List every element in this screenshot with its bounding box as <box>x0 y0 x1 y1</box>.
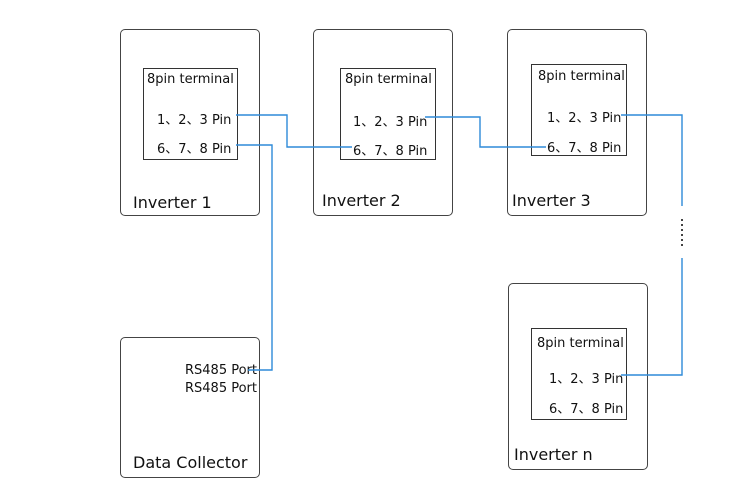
inverter-n-terminal-label: 8pin terminal <box>537 336 624 351</box>
inverter-n-terminal <box>531 328 627 420</box>
inverter-3-terminal-label: 8pin terminal <box>538 69 625 84</box>
inverter-1-terminal <box>143 68 238 160</box>
wire-inv1-b-to-collector <box>236 144 273 371</box>
inverter-n-pin-678: 6、7、8 Pin <box>549 402 624 417</box>
inverter-2-title: Inverter 2 <box>322 191 401 210</box>
inverter-1-pin-678: 6、7、8 Pin <box>157 142 232 157</box>
inverter-1-pin-123: 1、2、3 Pin <box>157 113 232 128</box>
wire-inv3-a-to-bus <box>621 114 683 206</box>
inverter-2-terminal <box>340 68 436 160</box>
data-collector-box <box>120 337 260 478</box>
inverter-n-title: Inverter n <box>514 445 593 464</box>
inverter-2-pin-123: 1、2、3 Pin <box>353 115 428 130</box>
wire-bus-to-invn-a <box>621 258 683 376</box>
collector-rs485-port-2: RS485 Port <box>185 381 258 396</box>
inverter-1-title: Inverter 1 <box>133 193 212 212</box>
ellipsis-dots <box>681 219 683 246</box>
inverter-3-terminal <box>531 64 627 156</box>
inverter-2-terminal-label: 8pin terminal <box>345 72 432 87</box>
inverter-3-pin-678: 6、7、8 Pin <box>547 141 622 156</box>
collector-title: Data Collector <box>133 453 248 472</box>
inverter-2-pin-678: 6、7、8 Pin <box>353 144 428 159</box>
collector-rs485-port-1: RS485 Port <box>185 363 258 378</box>
inverter-3-pin-123: 1、2、3 Pin <box>547 111 622 126</box>
inverter-n-pin-123: 1、2、3 Pin <box>549 372 624 387</box>
wire-inv1-a-to-inv2-b <box>236 114 352 148</box>
inverter-3-title: Inverter 3 <box>512 191 591 210</box>
inverter-1-terminal-label: 8pin terminal <box>147 72 234 87</box>
wire-inv2-a-to-inv3-b <box>425 116 546 148</box>
